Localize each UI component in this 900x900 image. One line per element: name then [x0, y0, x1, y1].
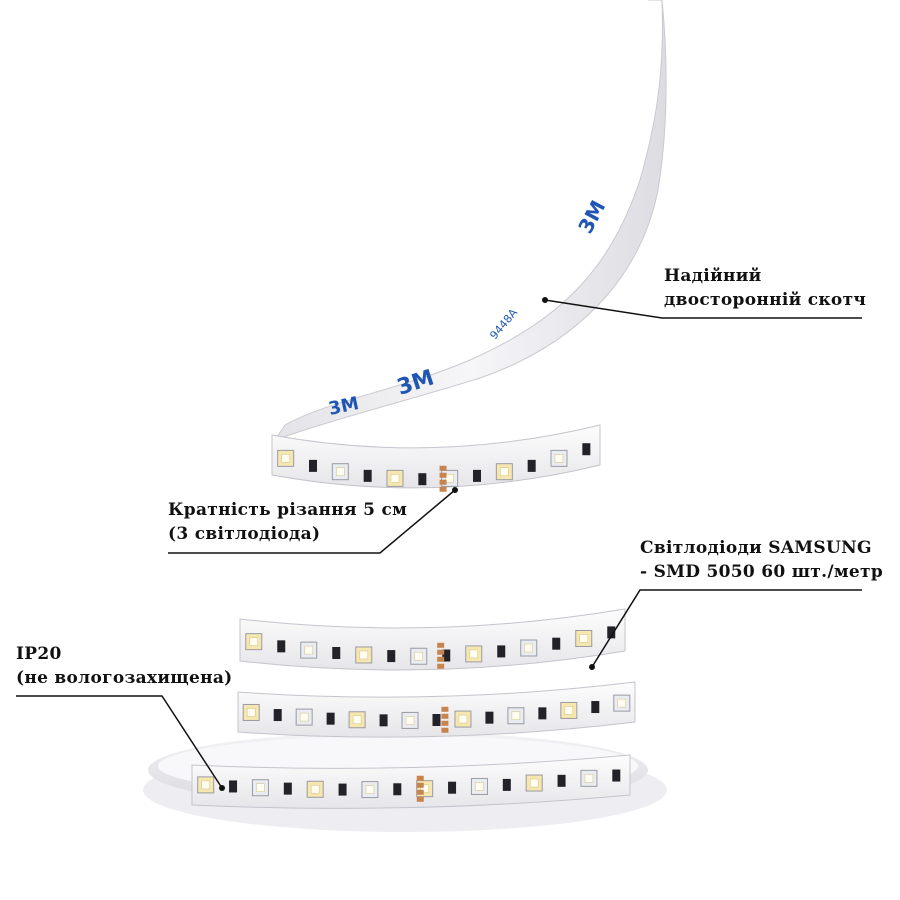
callout-cut-line1: Кратність різання 5 см — [168, 500, 408, 520]
cut-pad — [439, 465, 447, 471]
callout-leds-line1: Світлодіоди SAMSUNG — [640, 538, 872, 558]
resistor — [607, 626, 616, 639]
leader-tape — [544, 299, 862, 319]
strip-band-3 — [237, 681, 636, 738]
callout-ip-line1: IP20 — [16, 644, 62, 664]
callout-tape-line1: Надійний — [664, 266, 762, 286]
resistor — [387, 650, 396, 663]
cut-pad — [437, 656, 445, 662]
cut-pad — [439, 479, 447, 485]
cut-pad — [439, 472, 447, 478]
strip-band-2 — [239, 608, 626, 671]
leader-leds — [591, 589, 862, 668]
cut-pad — [437, 649, 445, 655]
resistor — [527, 459, 536, 472]
callout-ip-line2: (не вологозахищена) — [16, 668, 233, 688]
cut-pad — [441, 713, 449, 719]
leader-dots — [219, 297, 595, 791]
brand-logo-mark: 3M — [573, 196, 610, 237]
resistor — [283, 782, 292, 795]
resistor — [309, 459, 317, 472]
resistor — [326, 712, 335, 725]
callout-cut: Кратність різання 5 см (3 світлодіода) — [168, 498, 407, 546]
resistor — [502, 778, 511, 791]
leader-cut — [168, 489, 456, 554]
resistor — [338, 783, 347, 796]
resistor — [393, 783, 402, 796]
cut-pad — [441, 727, 449, 733]
cut-pad — [441, 706, 449, 712]
resistor — [448, 781, 457, 794]
strip-band-4 — [191, 754, 631, 809]
resistor — [273, 709, 282, 722]
callout-leds-line2: - SMD 5050 60 шт./метр — [640, 562, 884, 582]
resistor — [277, 640, 286, 653]
callout-cut-line2: (3 світлодіода) — [168, 524, 321, 544]
resistor — [582, 443, 591, 456]
leader-lines — [16, 299, 862, 789]
cut-pad — [416, 782, 424, 788]
resistor — [418, 473, 427, 486]
callout-tape: Надійний двосторонній скотч — [664, 264, 866, 312]
cut-pad — [416, 789, 424, 795]
brand-logo-mark: 3M — [327, 393, 361, 420]
strip-led-bands — [191, 424, 636, 809]
resistor — [442, 649, 451, 662]
resistor — [557, 774, 566, 787]
resistor — [332, 647, 341, 659]
resistor — [473, 469, 481, 482]
resistor — [591, 701, 600, 714]
cut-pad — [416, 775, 424, 781]
resistor — [612, 769, 621, 782]
cut-pad — [437, 663, 445, 669]
brand-logo-mark: 3M — [394, 365, 437, 400]
resistor — [485, 711, 494, 724]
resistor — [229, 780, 238, 793]
resistor — [379, 714, 388, 727]
cut-pad — [441, 720, 449, 726]
callout-leds: Світлодіоди SAMSUNG - SMD 5050 60 шт./ме… — [640, 536, 883, 584]
callout-ip: IP20 (не вологозахищена) — [16, 642, 232, 690]
strip-band-1 — [271, 424, 601, 492]
cut-pad — [416, 796, 424, 802]
cut-pad — [439, 486, 447, 492]
resistor — [552, 637, 561, 650]
resistor — [363, 469, 372, 482]
leader-ip — [16, 695, 223, 789]
resistor — [538, 707, 547, 720]
cut-pad — [437, 642, 445, 648]
resistor — [432, 714, 441, 726]
resistor — [497, 645, 506, 658]
callout-tape-line2: двосторонній скотч — [664, 290, 867, 310]
